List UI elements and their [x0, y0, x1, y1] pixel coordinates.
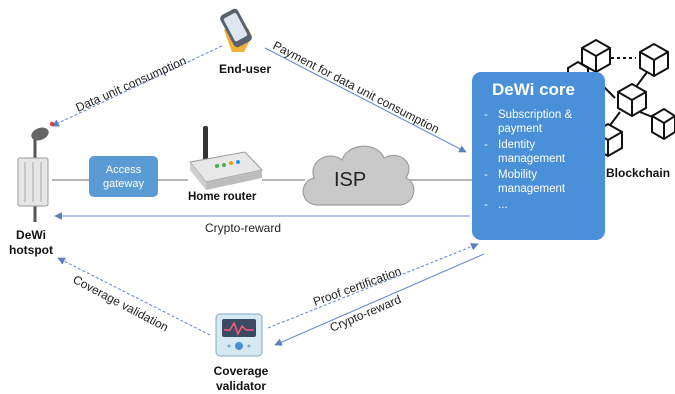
arrow-crypto-reward-validator — [274, 253, 485, 346]
label-crypto-reward-hotspot: Crypto-reward — [205, 221, 281, 235]
dewi-core-list: Subscription & payment Identity manageme… — [482, 108, 605, 214]
access-gateway-label: Access gateway — [103, 163, 144, 190]
arrow-data-unit-consumption — [51, 45, 223, 127]
dewi-core-item: Identity management — [482, 138, 605, 166]
dewi-hotspot-label-line2: hotspot — [9, 243, 53, 257]
coverage-validator-label-line1: Coverage — [213, 364, 269, 378]
flow-arrows — [51, 45, 485, 346]
arrow-proof-certification — [267, 242, 479, 329]
blockchain-label: Blockchain — [606, 166, 671, 180]
dewi-core-item: ... — [482, 198, 605, 212]
dewi-hotspot-label: DeWi hotspot — [6, 228, 56, 258]
home-router-label: Home router — [188, 191, 257, 203]
monitor-device-icon — [215, 313, 263, 357]
isp-cloud: ISP — [302, 145, 415, 206]
label-data-unit-consumption: Data unit consumption — [74, 53, 189, 114]
dewi-core-box: DeWi core Subscription & payment Identit… — [472, 72, 605, 240]
arrow-payment — [264, 47, 467, 153]
label-coverage-validation: Coverage validation — [71, 272, 171, 334]
coverage-validator-label: Coverage validator — [206, 364, 276, 394]
coverage-validator-label-line2: validator — [215, 379, 266, 393]
end-user-label: End-user — [219, 62, 272, 76]
dewi-core-item: Subscription & payment — [482, 108, 605, 136]
arrow-coverage-validation — [57, 257, 211, 336]
label-payment: Payment for data unit consumption — [271, 38, 442, 136]
dewi-core-title: DeWi core — [492, 80, 575, 99]
access-gateway-box: Access gateway — [89, 156, 158, 197]
antenna-tower-icon — [17, 121, 55, 222]
dewi-hotspot-label-line1: DeWi — [16, 228, 46, 242]
router-icon — [189, 126, 263, 190]
smartphone-icon — [220, 8, 252, 52]
isp-label: ISP — [334, 169, 366, 191]
dewi-core-item: Mobility management — [482, 168, 605, 196]
